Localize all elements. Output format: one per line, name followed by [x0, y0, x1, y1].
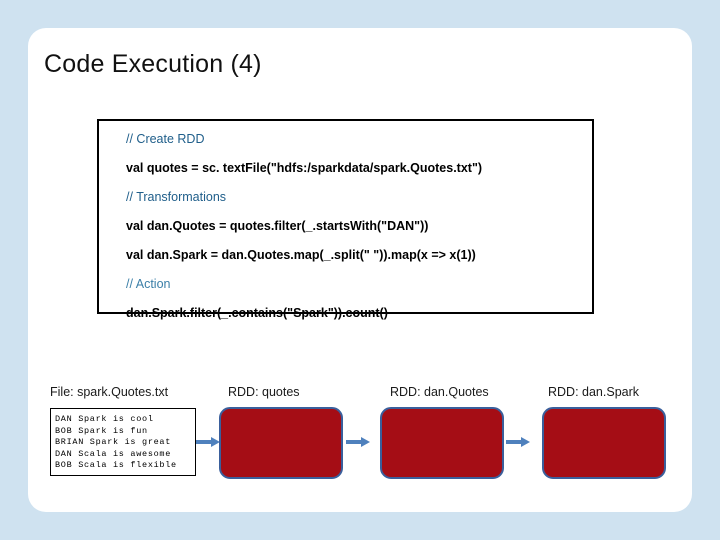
label-rdd-dan-spark: RDD: dan.Spark [548, 385, 640, 399]
file-line: DAN Spark is cool [55, 414, 154, 424]
code-line: val dan.Spark = dan.Quotes.map(_.split("… [126, 248, 476, 262]
code-line: // Transformations [126, 190, 227, 204]
label-rdd-quotes: RDD: quotes [228, 385, 300, 399]
label-file: File: spark.Quotes.txt [50, 385, 169, 399]
file-contents-box: DAN Spark is cool BOB Spark is fun BRIAN… [50, 408, 196, 476]
label-rdd-dan-quotes: RDD: dan.Quotes [390, 385, 489, 399]
code-line: // Action [126, 277, 171, 291]
code-line: val dan.Quotes = quotes.filter(_.startsW… [126, 219, 429, 233]
rdd-box-quotes [219, 407, 343, 479]
file-line: BOB Scala is flexible [55, 460, 177, 470]
code-line: val quotes = sc. textFile("hdfs:/sparkda… [126, 161, 483, 175]
arrow-right-icon [506, 437, 530, 447]
slide: Code Execution (4) // Create RDD val quo… [28, 28, 692, 512]
rdd-box-dan-quotes [380, 407, 504, 479]
file-line: BRIAN Spark is great [55, 437, 172, 447]
rdd-box-dan-spark [542, 407, 666, 479]
arrow-right-icon [196, 437, 220, 447]
code-block: // Create RDD val quotes = sc. textFile(… [97, 119, 594, 320]
code-block-border [97, 119, 594, 314]
code-line: // Create RDD [126, 132, 205, 146]
code-line: dan.Spark.filter(_.contains("Spark")).co… [126, 306, 388, 320]
arrow-right-icon [346, 437, 370, 447]
page-title: Code Execution (4) [44, 50, 262, 78]
file-line: BOB Spark is fun [55, 425, 148, 436]
file-line: DAN Scala is awesome [55, 448, 172, 459]
